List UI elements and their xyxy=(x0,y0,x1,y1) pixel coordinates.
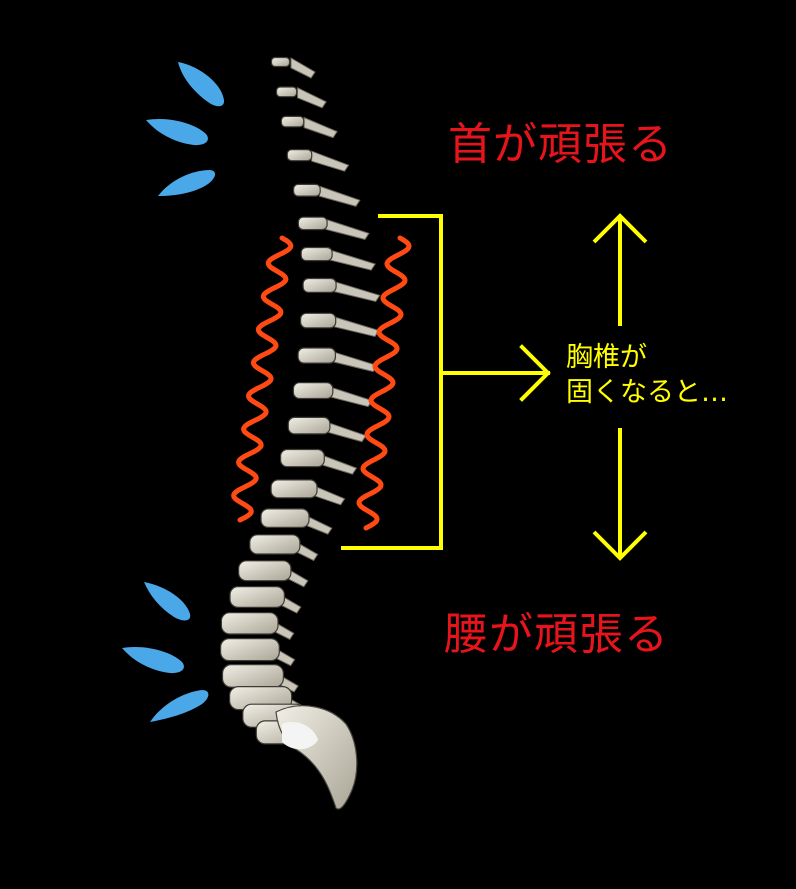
spinous-process xyxy=(333,280,381,302)
spinous-process xyxy=(311,150,350,172)
vertebra xyxy=(286,149,313,162)
sweat-drop xyxy=(144,582,191,621)
thoracic-label-line2: 固くなると… xyxy=(566,377,728,408)
vertebra xyxy=(249,534,301,555)
sweat-drop xyxy=(146,118,208,146)
tension-wavy-line-left xyxy=(231,235,294,523)
thoracic-label: 胸椎が 固くなると… xyxy=(566,340,728,410)
sacrum-highlight xyxy=(282,721,318,750)
spinous-process xyxy=(319,185,361,207)
arrow-down-icon xyxy=(592,428,648,561)
vertebra xyxy=(297,347,337,364)
spinous-process xyxy=(329,249,376,271)
spinous-process xyxy=(325,218,370,240)
vertebra xyxy=(238,560,292,582)
vertebra xyxy=(297,216,328,231)
sweat-drop xyxy=(178,62,225,107)
sweat-drops-bottom-icon xyxy=(122,582,209,722)
vertebra xyxy=(221,663,285,688)
vertebra xyxy=(300,312,337,329)
spinous-process xyxy=(324,420,367,443)
sweat-drop xyxy=(158,170,216,196)
vertebra xyxy=(287,416,331,435)
vertebra xyxy=(302,277,337,293)
vertebra xyxy=(220,612,279,635)
sweat-drops-top-icon xyxy=(146,62,225,196)
vertebra xyxy=(270,479,318,499)
vertebra xyxy=(220,637,280,662)
vertebra xyxy=(260,508,310,528)
vertebra xyxy=(293,183,321,197)
neck-label: 首が頑張る xyxy=(448,119,673,170)
spinous-process xyxy=(331,350,378,373)
arrow-up-icon xyxy=(592,213,648,326)
spinous-process xyxy=(332,315,380,338)
thoracic-label-line1: 胸椎が xyxy=(566,342,647,373)
spinous-process xyxy=(290,57,316,79)
vertebra xyxy=(280,448,325,468)
spinous-process xyxy=(318,453,358,475)
lower-back-label: 腰が頑張る xyxy=(444,609,669,660)
bracket-arrow xyxy=(341,214,551,550)
bracket xyxy=(341,214,443,550)
sweat-drop xyxy=(122,646,184,674)
sacrum xyxy=(275,705,358,810)
vertebra xyxy=(229,586,286,608)
spinous-process xyxy=(303,116,338,139)
tension-wavy-line-right xyxy=(356,235,412,531)
spinous-process xyxy=(297,86,327,109)
vertebra xyxy=(300,246,333,262)
bracket-arrow-head xyxy=(519,344,551,402)
spinous-process xyxy=(328,385,373,408)
vertebra xyxy=(275,86,298,98)
vertebra xyxy=(280,115,305,128)
vertebra xyxy=(292,382,334,400)
spine-illustration xyxy=(220,56,381,810)
vertebra xyxy=(270,56,291,68)
sweat-drop xyxy=(150,690,209,722)
